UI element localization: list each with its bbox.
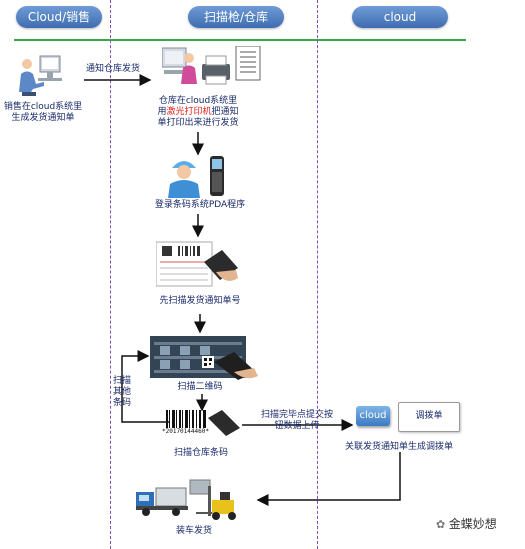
wh-print-line2: 用激光打印机把通知 (157, 107, 239, 117)
loop-scan-other (121, 350, 170, 423)
sales-notice-line1: 销售在cloud系统里 (3, 102, 83, 112)
load-ship-label: 装车发货 (175, 526, 212, 536)
wh-print-line1: 仓库在cloud系统里 (158, 96, 238, 106)
watermark: ✿ 金蝶妙想 (436, 517, 497, 531)
scan-other-line2: 其他 (112, 387, 131, 397)
warehouse-rack-photo (150, 336, 258, 380)
lane-header-scanner: 扫描枪/仓库 (188, 6, 284, 28)
header-divider (14, 39, 466, 41)
worker-pda-icon (168, 156, 224, 198)
cloud-badge: cloud (356, 406, 390, 426)
notify-warehouse-label: 通知仓库发货 (86, 64, 141, 74)
sales-person-icon (19, 55, 62, 96)
upload-line2: 钮数据上传 (274, 421, 320, 431)
scan-other-line3: 条码 (112, 398, 131, 408)
upload-line1: 扫描完毕点提交按 (260, 410, 333, 420)
scan-document-icon (156, 241, 238, 287)
scan-wh-barcode-label: 扫描仓库条码 (173, 448, 228, 458)
wh-print-line3: 单打印出来进行发货 (157, 118, 239, 128)
barcode-scanner-icon (166, 410, 240, 436)
lane-divider-2 (317, 0, 318, 549)
lane-header-cloud: cloud (352, 6, 448, 28)
scan-qr-label: 扫描二维码 (177, 382, 223, 392)
wechat-icon: ✿ (436, 518, 449, 531)
arrow-to-truck (256, 452, 401, 506)
laser-printer-highlight: 激光打印机 (166, 107, 212, 117)
scan-other-line1: 扫描 (112, 376, 131, 386)
sales-notice-line2: 生成发货通知单 (11, 113, 75, 123)
link-transfer-label: 关联发货通知单生成调拨单 (344, 442, 453, 452)
barcode-text: *20170144460* (162, 428, 209, 435)
truck-forklift-icon (136, 479, 236, 520)
lane-header-sales: Cloud/销售 (16, 6, 102, 28)
transfer-doc-label: 调拨单 (415, 411, 443, 421)
login-pda-label: 登录条码系统PDA程序 (154, 200, 246, 210)
lane-divider-1 (110, 0, 111, 549)
transfer-doc-icon: 调拨单 (398, 402, 460, 432)
scan-notice-label: 先扫描发货通知单号 (159, 296, 241, 306)
warehouse-print-icon (162, 46, 261, 85)
